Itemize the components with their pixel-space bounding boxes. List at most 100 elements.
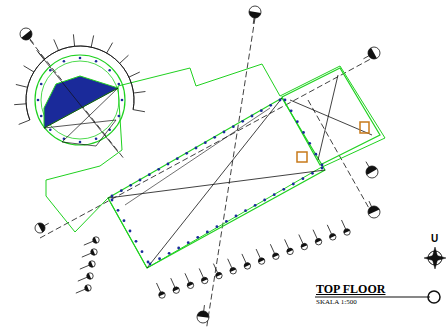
column [292, 183, 295, 186]
grid-leader [228, 259, 232, 268]
column [195, 147, 198, 150]
column [185, 152, 188, 155]
column [314, 153, 317, 156]
tick [19, 120, 30, 124]
column [177, 247, 180, 250]
hall-wall [108, 98, 325, 268]
grid-leader [80, 265, 89, 269]
column [244, 209, 247, 212]
grid-bubble-fill [197, 310, 210, 317]
void-cross [125, 108, 270, 205]
tick [16, 84, 28, 87]
grid-leader [369, 201, 371, 206]
grid-bubble [87, 273, 93, 279]
column [279, 99, 282, 102]
grid-leader [199, 268, 203, 277]
grid-leader [270, 244, 274, 253]
column [301, 177, 304, 180]
tick-arc [26, 46, 134, 120]
grid-leader [256, 249, 260, 258]
grid-leader [82, 253, 91, 257]
grid-bubble-fill [248, 11, 261, 19]
grid-leader [84, 241, 93, 245]
column [302, 131, 305, 134]
column [121, 99, 124, 102]
column [235, 215, 238, 218]
tick [120, 55, 129, 63]
rotunda [35, 55, 125, 145]
grid-bubble-fill [229, 267, 236, 273]
grid-axis [205, 18, 255, 327]
title-mark [428, 291, 440, 303]
column [232, 125, 235, 128]
column [263, 199, 266, 202]
column [49, 69, 52, 72]
column [290, 109, 293, 112]
column [129, 184, 132, 187]
column [176, 157, 179, 160]
grid-leader [213, 264, 217, 273]
grid-leader [44, 223, 48, 225]
grid-axis [30, 40, 125, 160]
column [213, 136, 216, 139]
tick [134, 92, 146, 94]
grid-bubble [89, 261, 95, 267]
column [79, 57, 82, 60]
grid-leader [285, 239, 289, 248]
grid-leader [313, 230, 317, 239]
north-letter: U [431, 233, 438, 244]
tick [107, 43, 113, 53]
column [147, 261, 150, 264]
column [37, 99, 40, 102]
column [118, 115, 121, 118]
column [311, 172, 314, 175]
void-cross [147, 98, 282, 268]
grid-leader [363, 56, 368, 59]
grid-bubble-fill [215, 271, 222, 277]
tick [91, 35, 93, 47]
stair [360, 122, 369, 133]
column [206, 231, 209, 234]
grid-bubble-fill [172, 286, 179, 292]
column [148, 173, 151, 176]
grid-bubble-fill [314, 237, 321, 243]
grid-bubble-fill [200, 276, 207, 282]
column [241, 120, 244, 123]
grid-leader [157, 283, 161, 292]
grid-bubble-fill [38, 221, 47, 232]
north-arrow [424, 255, 446, 261]
column [269, 104, 272, 107]
column [187, 241, 190, 244]
grid-bubble-fill [343, 228, 350, 234]
tick [24, 66, 34, 72]
column [251, 115, 254, 118]
scale-note: SKALA 1:500 [316, 298, 357, 306]
column [321, 164, 324, 167]
grid-bubble-fill [158, 291, 165, 297]
column [123, 219, 126, 222]
tick [73, 34, 74, 46]
wing-wall [282, 68, 380, 165]
rotunda-frame [44, 88, 118, 146]
column [95, 138, 98, 141]
column [321, 167, 324, 170]
column [117, 209, 120, 212]
grid-bubble-fill [84, 285, 89, 292]
column [141, 250, 144, 253]
grid-leader [171, 278, 175, 287]
stair [297, 152, 307, 162]
grid-leader [185, 273, 189, 282]
column [111, 199, 114, 202]
void-cross [108, 170, 325, 198]
column [79, 141, 82, 144]
grid-bubble-fill [300, 242, 307, 248]
grid-bubble-fill [257, 257, 264, 263]
column [260, 109, 263, 112]
grid-leader [366, 162, 369, 167]
roof-panel [44, 76, 118, 128]
tick [54, 39, 59, 50]
column [225, 220, 228, 223]
grid-bubble-fill [92, 237, 97, 244]
column [168, 252, 171, 255]
grid-bubble [197, 311, 209, 323]
